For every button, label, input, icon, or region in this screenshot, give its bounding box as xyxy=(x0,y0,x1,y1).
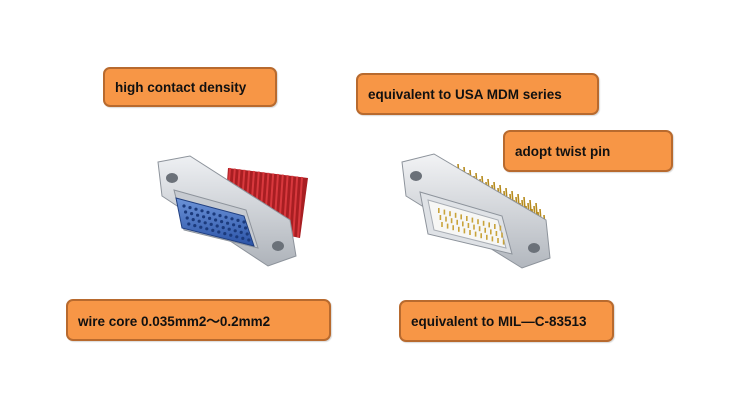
callout-label: wire core 0.035mm2～0.2mm2 xyxy=(78,314,271,329)
callout-mdm-series: equivalent to USA MDM series xyxy=(356,73,599,115)
callout-high-contact-density: high contact density xyxy=(103,67,277,107)
callout-wire-core: wire core 0.035mm2～0.2mm2 xyxy=(66,299,331,341)
cable-connector-image xyxy=(157,155,308,267)
callout-mil-spec: equivalent to MIL—C-83513 xyxy=(399,300,614,342)
callout-label: high contact density xyxy=(115,79,247,95)
pin-connector-image xyxy=(401,153,551,269)
callout-label: equivalent to USA MDM series xyxy=(368,86,562,102)
callout-twist-pin: adopt twist pin xyxy=(503,130,673,172)
callout-label: equivalent to MIL—C-83513 xyxy=(411,313,587,329)
callout-label: adopt twist pin xyxy=(515,143,611,159)
